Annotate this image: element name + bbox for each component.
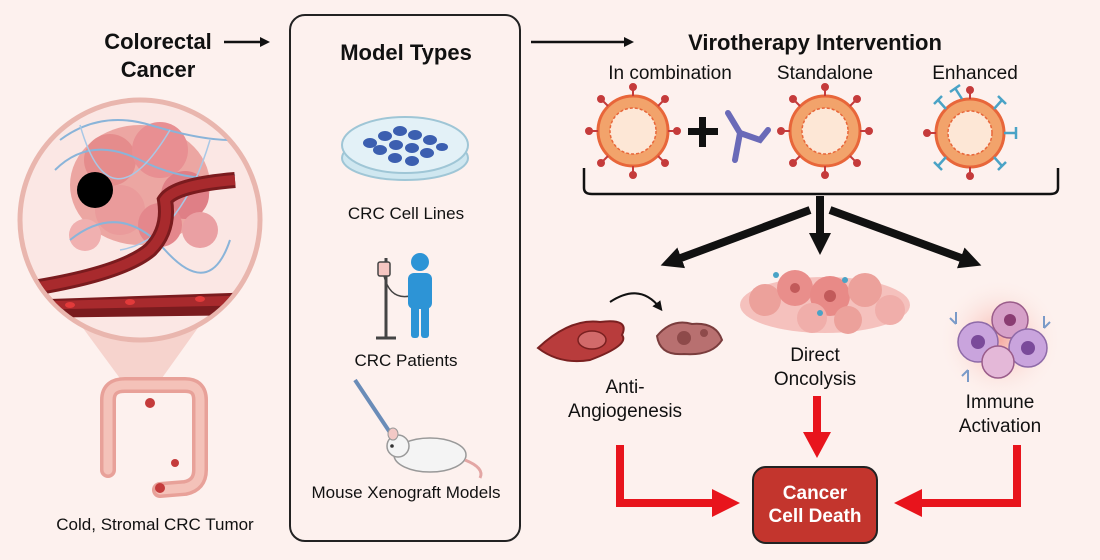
- model-label-mouse: Mouse Xenograft Models: [311, 483, 501, 502]
- antibody-icon: [725, 110, 771, 163]
- arrow-to-anti-angiogenesis: [660, 206, 812, 269]
- virotherapy-type-combination: In combination: [608, 63, 732, 84]
- virotherapy-type-standalone: Standalone: [776, 63, 874, 84]
- red-arrow-anti: [616, 445, 712, 507]
- colorectal-cancer-title: Colorectal Cancer: [104, 29, 212, 82]
- model-types-title: Model Types: [340, 40, 472, 65]
- virotherapy-title: Virotherapy Intervention: [688, 30, 942, 55]
- petri-dish-icon: [341, 116, 469, 181]
- immune-cells-icon: [938, 278, 1062, 402]
- virus-antibody-icon: [585, 83, 771, 179]
- mechanism-anti-angiogenesis: Anti- Angiogenesis: [567, 377, 683, 422]
- red-arrows: [616, 396, 1021, 517]
- enhanced-virus-icon: [923, 83, 1018, 180]
- virus-icon: [777, 83, 873, 179]
- model-label-patients: CRC Patients: [354, 351, 458, 370]
- tumor-illustration: [17, 97, 263, 343]
- virotherapy-bracket: [582, 168, 1060, 196]
- patient-iv-icon: [376, 253, 432, 340]
- arrow-to-immune-activation: [828, 206, 982, 269]
- virotherapy-type-enhanced: Enhanced: [932, 63, 1018, 84]
- red-arrow-immune: [922, 445, 1021, 507]
- mechanism-direct-oncolysis: Direct Oncolysis: [773, 345, 857, 390]
- model-types-box: [289, 14, 521, 542]
- mechanism-immune-activation: Immune Activation: [958, 392, 1042, 437]
- model-label-cell-lines: CRC Cell Lines: [347, 204, 465, 223]
- endothelial-cell-icon: [536, 292, 724, 363]
- mouse-icon: [353, 378, 483, 479]
- lysed-cells-icon: [740, 270, 910, 334]
- cancer-cell-death-box: Cancer Cell Death: [752, 466, 878, 544]
- tumor-caption: Cold, Stromal CRC Tumor: [56, 515, 254, 534]
- colon-icon: [100, 377, 208, 498]
